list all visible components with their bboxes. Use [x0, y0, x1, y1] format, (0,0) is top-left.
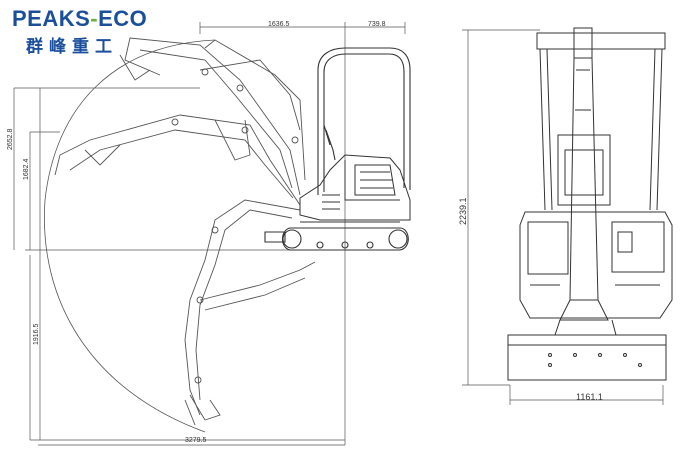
side-dimension-lines [13, 22, 406, 446]
excavator-body [299, 154, 411, 221]
front-view [462, 27, 673, 405]
brand-text-eco: ECO [98, 6, 148, 31]
front-dimension-lines [462, 29, 664, 405]
dim-top-left: 1636.5 [268, 21, 290, 28]
side-view [13, 22, 411, 446]
front-canopy [536, 32, 666, 211]
boom-down [184, 199, 316, 426]
dim-overall-height: 2239.1 [458, 197, 468, 225]
boom-raised [119, 37, 306, 196]
track-assembly [264, 221, 409, 251]
front-boom [557, 27, 611, 321]
front-blade [507, 319, 667, 381]
digging-envelope-arc [43, 39, 216, 433]
brand-logo: PEAKS-ECO 群峰重工 [8, 6, 198, 57]
brand-wordmark: PEAKS-ECO [12, 6, 147, 32]
dim-height-left-inner: 1682.4 [23, 158, 30, 180]
dim-reach: 3279.5 [185, 437, 207, 444]
dimension-labels: 1636.5 739.8 2652.8 1682.4 1916.5 3279.5… [7, 21, 603, 444]
dim-dig-depth: 1916.5 [33, 323, 40, 345]
rops-canopy [317, 47, 411, 195]
dim-top-right: 739.8 [368, 21, 386, 28]
boom-mid [54, 114, 301, 206]
brand-text-dash: - [90, 6, 99, 31]
dim-track-width: 1161.1 [576, 392, 603, 402]
dim-height-left-outer: 2652.8 [7, 128, 14, 150]
brand-text-peaks: PEAKS [12, 6, 91, 31]
front-body [519, 211, 673, 319]
brand-chinese-name: 群峰重工 [26, 37, 118, 57]
